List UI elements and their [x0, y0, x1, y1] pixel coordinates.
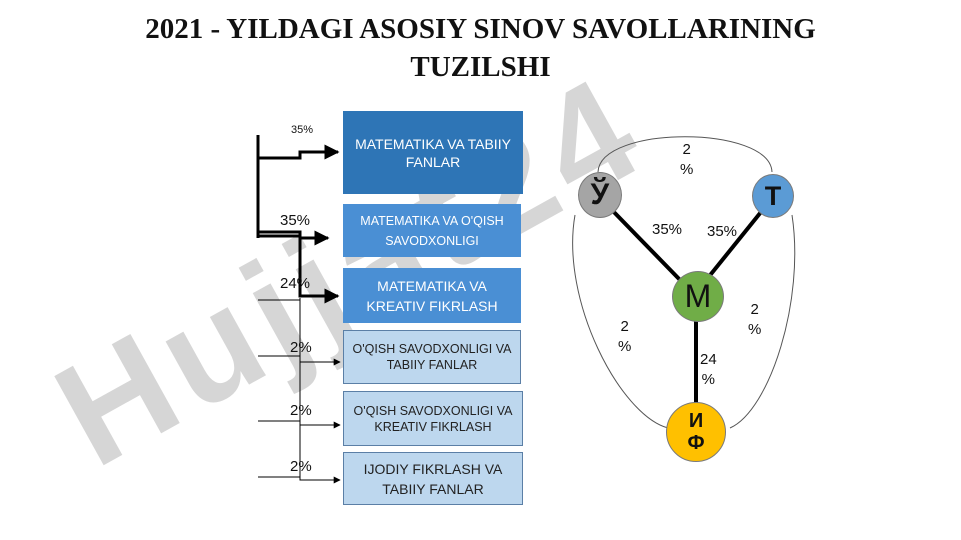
box-matematika-tabiiy: MATEMATIKA VA TABIIY FANLAR [343, 111, 523, 194]
box-ijodiy-tabiiy: IJODIY FIKRLASH VA TABIIY FANLAR [343, 452, 523, 505]
node-top-left: Ў [578, 172, 622, 218]
arc-right [729, 214, 796, 429]
label-top-arc-unit: % [680, 161, 694, 178]
tree-thin-lines [258, 298, 341, 484]
tree-percent-3: 24% [280, 275, 311, 292]
label-right-arc-unit: % [748, 321, 762, 338]
label-left-edge: 35% [652, 221, 683, 238]
edge-right [705, 210, 763, 281]
box-oqish-tabiiy: O'QISH SAVODXONLIGI VA TABIIY FANLAR [343, 330, 521, 384]
label-right-arc-value: 2 [750, 301, 759, 318]
box-matematika-oqish: MATEMATIKA VA O'QISH SAVODXONLIGI [343, 204, 521, 257]
box-oqish-kreativ: O'QISH SAVODXONLIGI VA KREATIV FIKRLASH [343, 391, 523, 446]
tree-percent-4: 2% [290, 339, 312, 356]
tree-percent-2: 35% [280, 212, 311, 229]
arc-top [597, 136, 773, 173]
node-top-right: T [752, 174, 794, 218]
node-top-right-label: T [764, 180, 782, 211]
page-title-line1: 2021 - YILDAGI ASOSIY SINOV SAVOLLARININ… [145, 13, 816, 45]
label-top-arc: 2 % [680, 140, 693, 180]
node-bottom-label-1: И [688, 410, 704, 432]
label-bottom-edge-unit: % [701, 371, 716, 388]
edge-left [607, 205, 685, 285]
node-bottom: И Ф [666, 402, 726, 462]
label-left-arc-value: 2 [620, 318, 629, 335]
tree-percent-1: 35% [291, 124, 314, 136]
label-top-arc-value: 2 [682, 141, 691, 158]
label-left-arc: 2 % [618, 317, 631, 357]
label-left-arc-unit: % [618, 338, 632, 355]
node-center: M [672, 271, 724, 322]
label-right-edge: 35% [707, 223, 738, 240]
node-center-label: M [684, 278, 712, 314]
tree-percent-6: 2% [290, 458, 312, 475]
tree-percent-5: 2% [290, 402, 312, 419]
box-matematika-kreativ: MATEMATIKA VA KREATIV FIKRLASH [343, 268, 521, 323]
node-top-left-label: Ў [590, 178, 610, 211]
tree-thick-lines [256, 135, 340, 304]
label-bottom-edge: 24 % [700, 350, 717, 390]
arc-left [572, 214, 669, 429]
label-right-arc: 2 % [748, 300, 761, 340]
page-title-line2: TUZILSHI [410, 51, 551, 83]
page-title: 2021 - YILDAGI ASOSIY SINOV SAVOLLARININ… [0, 10, 961, 86]
node-bottom-label-2: Ф [687, 432, 705, 454]
label-bottom-edge-value: 24 [700, 351, 717, 368]
